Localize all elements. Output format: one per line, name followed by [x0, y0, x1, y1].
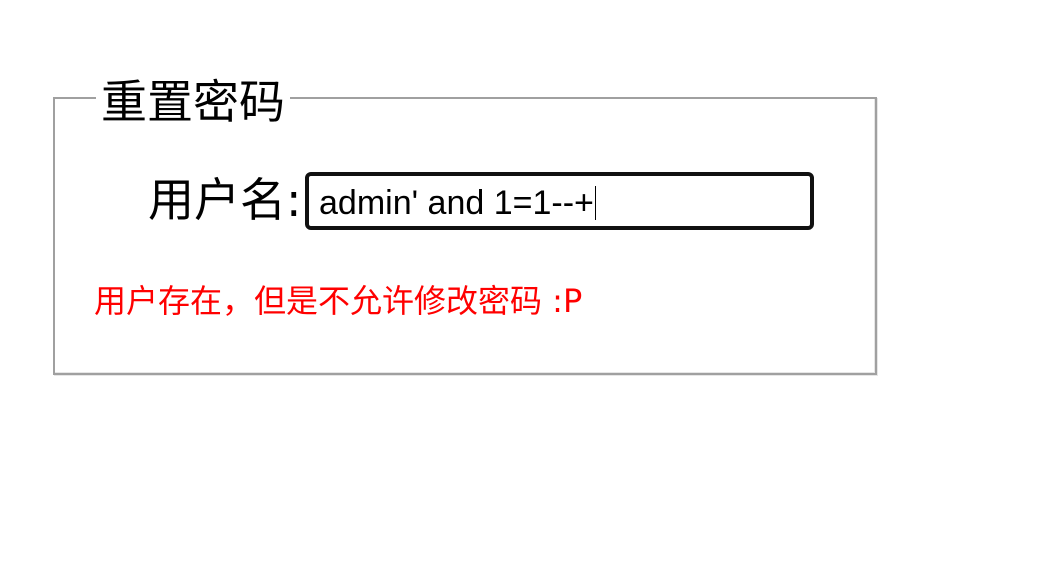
- username-label: 用户名:: [148, 173, 302, 227]
- username-text: admin' and 1=1--+: [319, 184, 594, 222]
- status-message: 用户存在，但是不允许修改密码 :P: [94, 282, 583, 320]
- fieldset-legend: 重置密码: [96, 74, 290, 130]
- text-cursor: [594, 186, 596, 220]
- username-input[interactable]: admin' and 1=1--+: [305, 172, 814, 230]
- username-input-value: admin' and 1=1--+: [319, 184, 596, 222]
- reset-password-fieldset: [53, 97, 877, 375]
